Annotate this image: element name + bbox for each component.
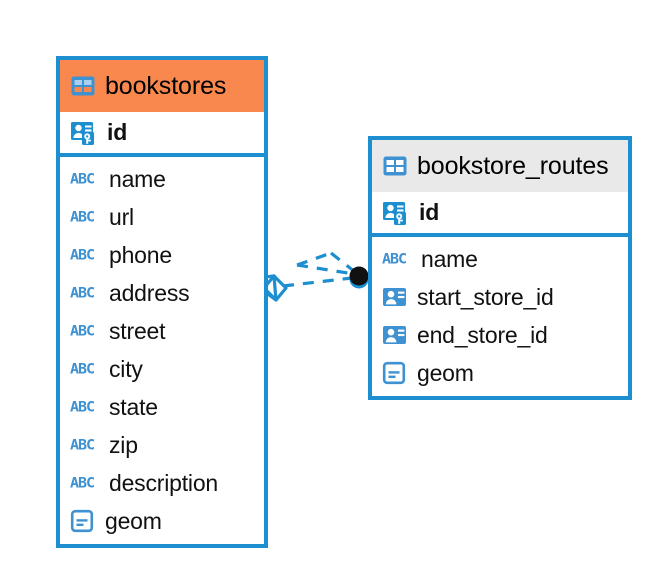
table-title: bookstore_routes bbox=[417, 151, 609, 180]
field-label: end_store_id bbox=[417, 321, 548, 348]
field-row-description[interactable]: ABC description bbox=[60, 464, 264, 502]
relationship-line-main bbox=[282, 276, 353, 288]
field-row-state[interactable]: ABC state bbox=[60, 388, 264, 426]
field-row-name[interactable]: ABC name bbox=[60, 160, 264, 198]
foreign-key-icon bbox=[383, 326, 406, 344]
text-abc-icon: ABC bbox=[70, 284, 95, 301]
relationship-line-branch-a bbox=[296, 263, 355, 276]
field-label: id bbox=[419, 199, 440, 225]
field-row-url[interactable]: ABC url bbox=[60, 198, 264, 236]
field-label: name bbox=[109, 165, 166, 192]
table-header-bookstore-routes[interactable]: bookstore_routes bbox=[372, 140, 628, 192]
field-row-start-store-id[interactable]: start_store_id bbox=[372, 278, 628, 316]
text-abc-icon: ABC bbox=[70, 360, 95, 377]
primary-key-icon bbox=[383, 201, 406, 225]
field-row-id[interactable]: id bbox=[372, 192, 628, 237]
field-row-name[interactable]: ABC name bbox=[372, 240, 628, 278]
field-label: city bbox=[109, 355, 143, 382]
relationship-line-branch-c bbox=[330, 251, 356, 274]
text-abc-icon: ABC bbox=[70, 322, 95, 339]
field-label: state bbox=[109, 393, 158, 420]
field-row-address[interactable]: ABC address bbox=[60, 274, 264, 312]
table-header-bookstores[interactable]: bookstores bbox=[60, 60, 264, 112]
text-abc-icon: ABC bbox=[70, 398, 95, 415]
field-label: zip bbox=[109, 431, 138, 458]
primary-key-icon bbox=[71, 121, 94, 145]
field-label: name bbox=[421, 245, 478, 272]
field-row-city[interactable]: ABC city bbox=[60, 350, 264, 388]
text-abc-icon: ABC bbox=[70, 208, 95, 225]
text-abc-icon: ABC bbox=[382, 250, 407, 267]
entity-table-bookstores[interactable]: bookstores id ABC name bbox=[56, 56, 268, 548]
field-label: address bbox=[109, 279, 190, 306]
text-abc-icon: ABC bbox=[70, 474, 95, 491]
field-label: description bbox=[109, 469, 219, 496]
text-abc-icon: ABC bbox=[70, 246, 95, 263]
field-label: geom bbox=[417, 359, 474, 386]
relationship-target-endpoint bbox=[349, 266, 369, 289]
field-row-geom[interactable]: geom bbox=[372, 354, 628, 392]
foreign-key-icon bbox=[383, 288, 406, 306]
field-row-geom[interactable]: geom bbox=[60, 502, 264, 540]
field-row-end-store-id[interactable]: end_store_id bbox=[372, 316, 628, 354]
text-abc-icon: ABC bbox=[70, 436, 95, 453]
field-label: phone bbox=[109, 241, 172, 268]
field-label: start_store_id bbox=[417, 283, 554, 310]
field-label: url bbox=[109, 203, 134, 230]
relationship-line-branch-b bbox=[296, 251, 332, 267]
text-abc-icon: ABC bbox=[70, 170, 95, 187]
field-label: id bbox=[107, 119, 128, 145]
geometry-icon bbox=[382, 361, 406, 385]
field-list-bookstore-routes: ABC name start_store_id bbox=[372, 237, 628, 395]
table-title: bookstores bbox=[105, 71, 227, 100]
table-icon bbox=[383, 156, 407, 176]
field-row-id[interactable]: id bbox=[60, 112, 264, 157]
field-row-phone[interactable]: ABC phone bbox=[60, 236, 264, 274]
geometry-icon bbox=[70, 509, 94, 533]
field-label: street bbox=[109, 317, 166, 344]
field-row-zip[interactable]: ABC zip bbox=[60, 426, 264, 464]
field-list-bookstores: ABC name ABC url ABC phone ABC bbox=[60, 157, 264, 543]
field-label: geom bbox=[105, 507, 162, 534]
entity-table-bookstore-routes[interactable]: bookstore_routes id ABC bbox=[368, 136, 632, 400]
table-icon bbox=[71, 76, 95, 96]
field-row-street[interactable]: ABC street bbox=[60, 312, 264, 350]
